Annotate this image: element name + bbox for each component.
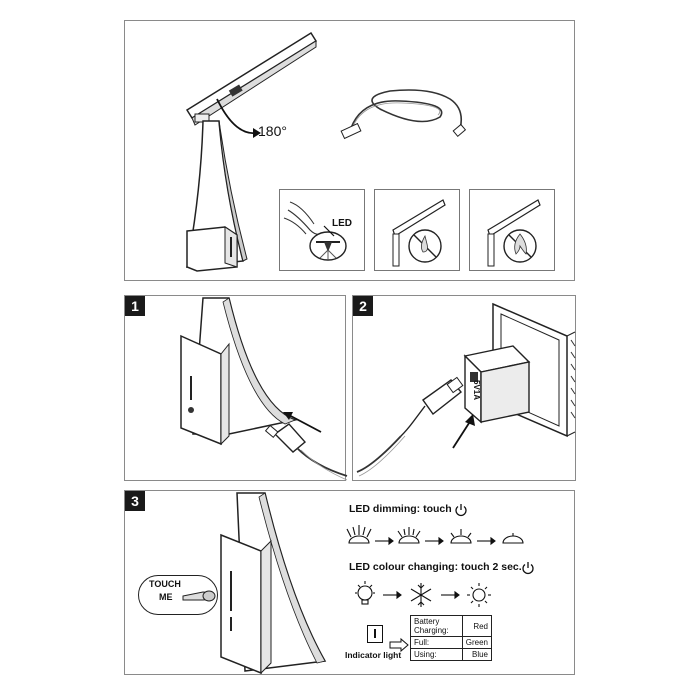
power-icon	[455, 504, 467, 517]
pointing-finger-icon	[182, 590, 216, 602]
usb-cable-illustration	[340, 89, 467, 140]
indicator-caption: Indicator light	[345, 650, 402, 660]
step-1-number: 1	[125, 296, 145, 316]
step-3-panel: 3 TOUCH ME LED dimming: touch	[124, 490, 575, 675]
no-fire-frame	[469, 189, 555, 271]
wall-adapter-illustration	[356, 302, 576, 477]
indicator-light-icon	[367, 625, 383, 643]
adapter-rating-label: 5V1A	[472, 380, 481, 401]
lamp-folded-illustration	[185, 31, 318, 272]
step-2-panel: 2 5V1A	[352, 295, 576, 481]
colour-title: LED colour changing: touch 2 sec.	[349, 561, 522, 573]
step-1-panel: 1	[124, 295, 348, 481]
indicator-table: Battery Charging: Red Full: Green Using:…	[410, 615, 493, 661]
dimming-title: LED dimming: touch	[349, 503, 452, 515]
led-label: LED	[332, 218, 352, 229]
color-cell: Blue	[461, 648, 493, 661]
no-water-frame	[374, 189, 460, 271]
lamp-touch-illustration	[220, 492, 327, 675]
color-cell: Red	[461, 615, 493, 637]
colour-sequence-icons	[355, 581, 491, 607]
table-row: Battery Charging: Red	[410, 615, 493, 637]
me-label: ME	[159, 592, 173, 602]
table-row: Full: Green	[410, 636, 493, 649]
step-2-number: 2	[353, 296, 373, 316]
touch-label: TOUCH	[149, 579, 181, 589]
dimming-sequence-icons	[346, 525, 524, 546]
lamp-base-charging-illustration	[180, 297, 348, 481]
step-3-number: 3	[125, 491, 145, 511]
rotation-angle-label: 180°	[258, 123, 287, 139]
touch-led-frame: LED	[279, 189, 365, 271]
table-row: Using: Blue	[410, 648, 493, 661]
state-cell: Battery Charging:	[410, 615, 463, 637]
overview-panel: 180° LED	[124, 20, 575, 281]
state-cell: Full:	[410, 636, 463, 649]
arrow-right-icon	[389, 637, 409, 653]
color-cell: Green	[461, 636, 493, 649]
power-icon	[522, 562, 534, 575]
state-cell: Using:	[410, 648, 463, 661]
